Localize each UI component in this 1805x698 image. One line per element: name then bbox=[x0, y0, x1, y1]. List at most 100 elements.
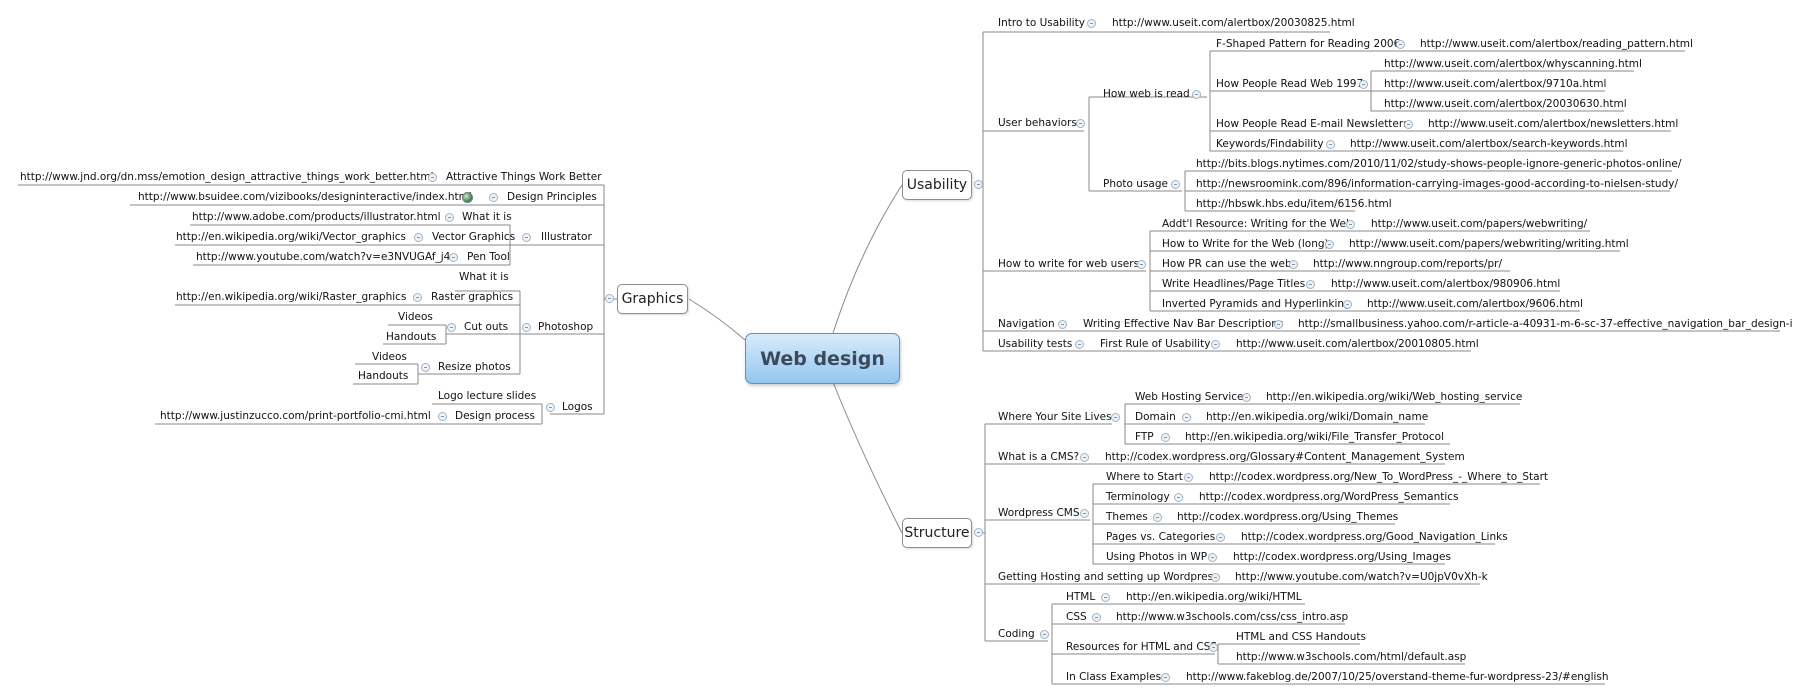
link-url[interactable]: http://www.fakeblog.de/2007/10/25/overst… bbox=[1186, 671, 1609, 683]
node-handouts[interactable]: Handouts bbox=[386, 331, 437, 343]
node-handouts-html-css[interactable]: HTML and CSS Handouts bbox=[1236, 631, 1366, 643]
link-url[interactable]: http://www.useit.com/alertbox/9606.html bbox=[1367, 298, 1583, 310]
collapse-icon[interactable] bbox=[1211, 573, 1220, 582]
link-url[interactable]: http://codex.wordpress.org/WordPress_Sem… bbox=[1199, 491, 1459, 503]
node-newsletters[interactable]: How People Read E-mail Newsletters bbox=[1216, 118, 1409, 130]
node-first-rule[interactable]: First Rule of Usability bbox=[1100, 338, 1211, 350]
node-pen-tool[interactable]: Pen Tool bbox=[467, 251, 510, 263]
collapse-icon[interactable] bbox=[546, 403, 555, 412]
collapse-icon[interactable] bbox=[605, 294, 614, 303]
link-url[interactable]: http://newsroomink.com/896/information-c… bbox=[1196, 178, 1678, 190]
link-url[interactable]: http://smallbusiness.yahoo.com/r-article… bbox=[1298, 318, 1793, 330]
node-resize-photos[interactable]: Resize photos bbox=[438, 361, 511, 373]
collapse-icon[interactable] bbox=[1111, 413, 1120, 422]
link-url[interactable]: http://codex.wordpress.org/Glossary#Cont… bbox=[1105, 451, 1465, 463]
node-handouts[interactable]: Handouts bbox=[358, 370, 409, 382]
node-site-lives[interactable]: Where Your Site Lives bbox=[998, 411, 1112, 423]
node-raster-graphics[interactable]: Raster graphics bbox=[431, 291, 514, 303]
collapse-icon[interactable] bbox=[1101, 593, 1110, 602]
link-url[interactable]: http://en.wikipedia.org/wiki/Web_hosting… bbox=[1266, 391, 1523, 403]
node-addtl-resource[interactable]: Addt'l Resource: Writing for the Web bbox=[1162, 218, 1353, 230]
collapse-icon[interactable] bbox=[421, 363, 430, 372]
node-resources[interactable]: Resources for HTML and CSS bbox=[1066, 641, 1218, 653]
node-pages-categories[interactable]: Pages vs. Categories bbox=[1106, 531, 1216, 543]
collapse-icon[interactable] bbox=[438, 412, 447, 421]
link-url[interactable]: http://www.useit.com/alertbox/reading_pa… bbox=[1420, 38, 1693, 50]
node-css[interactable]: CSS bbox=[1066, 611, 1087, 623]
node-class-examples[interactable]: In Class Examples bbox=[1066, 671, 1162, 683]
link-url[interactable]: http://www.justinzucco.com/print-portfol… bbox=[160, 410, 431, 422]
node-videos[interactable]: Videos bbox=[372, 351, 407, 363]
link-url[interactable]: http://en.wikipedia.org/wiki/HTML bbox=[1126, 591, 1302, 603]
branch-graphics[interactable]: Graphics bbox=[617, 284, 688, 314]
link-url[interactable]: http://www.w3schools.com/html/default.as… bbox=[1236, 651, 1467, 663]
node-logos[interactable]: Logos bbox=[562, 401, 593, 413]
collapse-icon[interactable] bbox=[428, 173, 437, 182]
node-pr[interactable]: How PR can use the web bbox=[1162, 258, 1292, 270]
link-url[interactable]: http://www.jnd.org/dn.mss/emotion_design… bbox=[20, 171, 434, 183]
collapse-icon[interactable] bbox=[1153, 513, 1162, 522]
branch-structure[interactable]: Structure bbox=[902, 518, 972, 548]
collapse-icon[interactable] bbox=[1192, 90, 1201, 99]
collapse-icon[interactable] bbox=[974, 180, 983, 189]
node-cms[interactable]: What is a CMS? bbox=[998, 451, 1080, 463]
link-url[interactable]: http://codex.wordpress.org/New_To_WordPr… bbox=[1209, 471, 1549, 483]
collapse-icon[interactable] bbox=[1274, 320, 1283, 329]
collapse-icon[interactable] bbox=[1058, 320, 1067, 329]
collapse-icon[interactable] bbox=[445, 213, 454, 222]
link-url[interactable]: http://codex.wordpress.org/Good_Navigati… bbox=[1241, 531, 1508, 543]
node-cut-outs[interactable]: Cut outs bbox=[464, 321, 509, 333]
link-url[interactable]: http://www.useit.com/alertbox/20010805.h… bbox=[1236, 338, 1479, 350]
node-domain[interactable]: Domain bbox=[1135, 411, 1176, 423]
node-getting-hosting[interactable]: Getting Hosting and setting up Wordpress bbox=[998, 571, 1219, 583]
link-url[interactable]: http://www.youtube.com/watch?v=e3NVUGAf_… bbox=[196, 251, 451, 263]
link-url[interactable]: http://www.useit.com/alertbox/9710a.html bbox=[1384, 78, 1607, 90]
link-url[interactable]: http://www.useit.com/alertbox/20030825.h… bbox=[1112, 17, 1355, 29]
collapse-icon[interactable] bbox=[1404, 120, 1413, 129]
node-design-process[interactable]: Design process bbox=[455, 410, 535, 422]
node-read-1997[interactable]: How People Read Web 1997 bbox=[1216, 78, 1364, 90]
node-photoshop[interactable]: Photoshop bbox=[538, 321, 594, 333]
link-url[interactable]: http://www.useit.com/alertbox/980906.htm… bbox=[1331, 278, 1561, 290]
collapse-icon[interactable] bbox=[1080, 453, 1089, 462]
node-hosting[interactable]: Web Hosting Service bbox=[1135, 391, 1244, 403]
link-url[interactable]: http://www.useit.com/papers/webwriting/w… bbox=[1349, 238, 1629, 250]
collapse-icon[interactable] bbox=[1182, 413, 1191, 422]
collapse-icon[interactable] bbox=[1396, 40, 1405, 49]
collapse-icon[interactable] bbox=[1208, 553, 1217, 562]
node-coding[interactable]: Coding bbox=[998, 628, 1035, 640]
node-photo-usage[interactable]: Photo usage bbox=[1103, 178, 1168, 190]
node-f-shaped[interactable]: F-Shaped Pattern for Reading 2006 bbox=[1216, 38, 1401, 50]
node-headlines[interactable]: Write Headlines/Page Titles bbox=[1162, 278, 1306, 290]
collapse-icon[interactable] bbox=[974, 528, 983, 537]
node-what-it-is[interactable]: What it is bbox=[462, 211, 512, 223]
collapse-icon[interactable] bbox=[1087, 19, 1096, 28]
link-url[interactable]: http://www.useit.com/alertbox/newsletter… bbox=[1428, 118, 1679, 130]
link-url[interactable]: http://en.wikipedia.org/wiki/Domain_name bbox=[1206, 411, 1429, 423]
node-where-start[interactable]: Where to Start bbox=[1106, 471, 1183, 483]
link-url[interactable]: http://www.adobe.com/products/illustrato… bbox=[192, 211, 441, 223]
node-design-principles[interactable]: Design Principles bbox=[507, 191, 597, 203]
node-nav-desc[interactable]: Writing Effective Nav Bar Descriptions bbox=[1083, 318, 1284, 330]
node-intro-usability[interactable]: Intro to Usability bbox=[998, 17, 1085, 29]
collapse-icon[interactable] bbox=[1161, 433, 1170, 442]
link-url[interactable]: http://www.w3schools.com/css/css_intro.a… bbox=[1116, 611, 1349, 623]
link-url[interactable]: http://www.youtube.com/watch?v=U0jpV0vXh… bbox=[1235, 571, 1488, 583]
collapse-icon[interactable] bbox=[1346, 220, 1355, 229]
collapse-icon[interactable] bbox=[1306, 280, 1315, 289]
collapse-icon[interactable] bbox=[1359, 80, 1368, 89]
node-pyramids[interactable]: Inverted Pyramids and Hyperlinking bbox=[1162, 298, 1351, 310]
collapse-icon[interactable] bbox=[489, 193, 498, 202]
link-url[interactable]: http://www.useit.com/alertbox/20030630.h… bbox=[1384, 98, 1627, 110]
link-url[interactable]: http://codex.wordpress.org/Using_Themes bbox=[1177, 511, 1399, 523]
node-attractive[interactable]: Attractive Things Work Better bbox=[446, 171, 602, 183]
collapse-icon[interactable] bbox=[1092, 613, 1101, 622]
node-user-behaviors[interactable]: User behaviors bbox=[998, 117, 1077, 129]
link-url[interactable]: http://www.useit.com/alertbox/whyscannin… bbox=[1384, 58, 1642, 70]
node-ps-what-it-is[interactable]: What it is bbox=[459, 271, 509, 283]
node-write-web[interactable]: How to write for web users bbox=[998, 258, 1140, 270]
node-how-web-read[interactable]: How web is read bbox=[1103, 88, 1190, 100]
node-how-write[interactable]: How to Write for the Web (long) bbox=[1162, 238, 1329, 250]
collapse-icon[interactable] bbox=[1174, 493, 1183, 502]
collapse-icon[interactable] bbox=[447, 323, 456, 332]
